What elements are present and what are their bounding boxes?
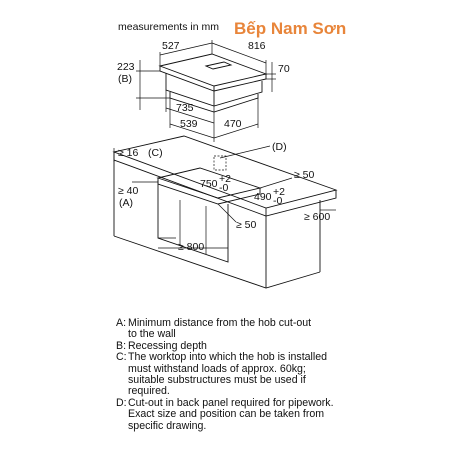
legend: A: Minimum distance from the hob cut-out… (116, 317, 446, 432)
callout-d: (D) (272, 141, 287, 153)
legend-item-c: C: The worktop into which the hob is ins… (116, 352, 446, 398)
dim-800: ≥ 800 (178, 241, 204, 253)
dim-490: 490 (254, 191, 272, 203)
watermark-text: Bếp Nam Sơn (234, 19, 346, 38)
dim-527: 527 (162, 40, 180, 52)
dim-16: ≥ 16 (118, 147, 139, 159)
diagram-title: measurements in mm (118, 21, 219, 33)
callout-b-top: (B) (118, 73, 132, 85)
dim-600: ≥ 600 (304, 211, 330, 223)
dim-750-tol-top: +2 (219, 173, 231, 185)
legend-key: B: (116, 339, 127, 352)
dim-490-tol-top: +2 (273, 186, 285, 198)
dim-40: ≥ 40 (118, 185, 139, 197)
callout-c: (C) (148, 147, 163, 159)
legend-text: Recessing depth (128, 339, 207, 352)
dim-50-bottom: ≥ 50 (236, 219, 257, 231)
dim-70: 70 (278, 63, 290, 75)
dim-223: 223 (117, 61, 135, 73)
dim-470: 470 (224, 118, 242, 130)
dim-50-right: ≥ 50 (294, 169, 315, 181)
legend-item-d: D: Cut-out in back panel required for pi… (116, 396, 446, 432)
dim-735: 735 (176, 102, 194, 114)
legend-text: The worktop into which the hob is instal… (128, 351, 328, 398)
dim-750-tol-bot: -0 (219, 182, 228, 194)
hob-vent (204, 61, 233, 70)
legend-key: D: (116, 396, 127, 409)
pipework-cutout (213, 155, 227, 171)
legend-key: C: (116, 351, 127, 364)
dim-539: 539 (180, 118, 198, 130)
dim-490-tol-bot: -0 (273, 195, 282, 207)
callout-a: (A) (119, 197, 133, 209)
legend-key: A: (116, 317, 127, 329)
worktop-drawing: ≥ 16 (C) ≥ 50 750 +2 -0 490 +2 -0 ≥ 40 (… (112, 135, 338, 289)
legend-item-b: B: Recessing depth (116, 339, 446, 352)
legend-text: Minimum distance from the hob cut-out to… (128, 317, 312, 341)
hob-drawing: 527 816 70 223 (B) 735 539 470 (117, 40, 290, 142)
legend-text: Cut-out in back panel required for pipew… (128, 396, 334, 432)
dim-750: 750 (200, 178, 218, 190)
dim-816: 816 (248, 40, 266, 52)
legend-item-a: A: Minimum distance from the hob cut-out… (116, 317, 446, 341)
hob-top-plate (158, 53, 268, 87)
